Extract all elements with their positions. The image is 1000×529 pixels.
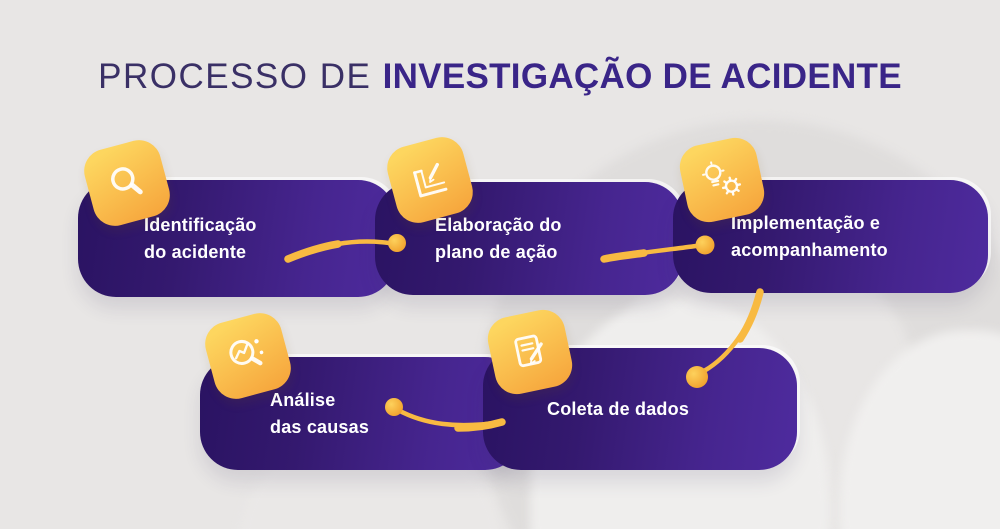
page-title: PROCESSO DE INVESTIGAÇÃO DE ACIDENTE xyxy=(0,57,1000,97)
step-icon-tile xyxy=(675,133,769,227)
step-icon-tile xyxy=(200,308,296,404)
step-icon-tile xyxy=(79,135,175,231)
step-label: Análise das causas xyxy=(270,389,370,437)
bulb-gear-icon xyxy=(702,161,742,196)
magnifier-icon xyxy=(111,167,143,195)
page-title-regular: PROCESSO DE xyxy=(98,57,383,96)
step-icon-tile xyxy=(483,305,577,399)
page-title-bold: INVESTIGAÇÃO DE ACIDENTE xyxy=(382,57,902,96)
ruler-pencil-icon xyxy=(413,162,448,198)
step-label: Coleta de dados xyxy=(547,398,690,419)
step-label: Identificação do acidente xyxy=(144,214,257,262)
chart-magnifier-icon xyxy=(229,339,264,366)
note-pencil-icon xyxy=(514,334,543,368)
step-icon-tile xyxy=(382,132,478,228)
step-label: Implementação e acompanhamento xyxy=(731,212,888,260)
step-label: Elaboração do plano de ação xyxy=(435,214,562,262)
